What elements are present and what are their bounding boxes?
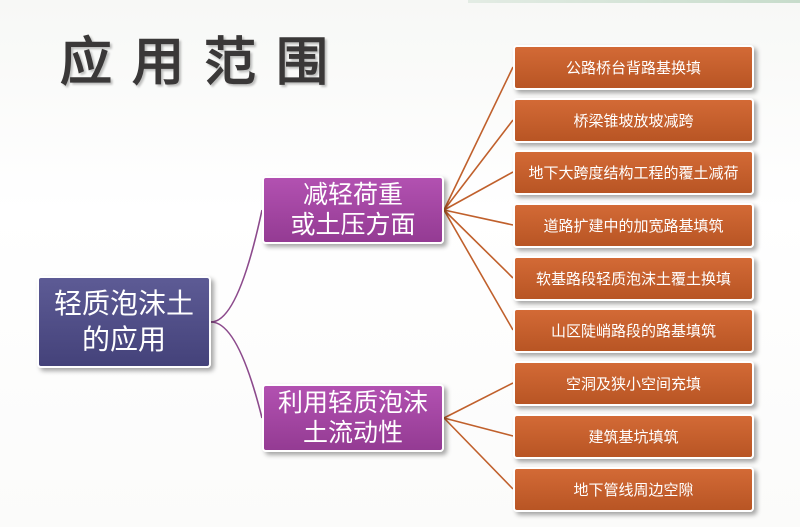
page-title: 应用范围 xyxy=(60,33,349,93)
leaf-node-road-widening: 道路扩建中的加宽路基填筑 xyxy=(513,203,754,248)
connector-branch1-leaf4 xyxy=(443,209,514,226)
connector-branch1-leaf5 xyxy=(443,209,514,279)
branch-node-load-reduction: 减轻荷重 或土压方面 xyxy=(262,176,444,244)
connector-branch2-leaf2 xyxy=(443,417,514,437)
connector-branch2-leaf1 xyxy=(443,382,514,419)
connector-branch1-leaf2 xyxy=(443,119,514,211)
branch-node-fluidity: 利用轻质泡沫 土流动性 xyxy=(262,384,444,452)
leaf-node-abutment-backfill: 公路桥台背路基换填 xyxy=(513,45,754,90)
connector-branch1-leaf6 xyxy=(443,209,514,331)
connector-branch1-leaf1 xyxy=(443,66,514,211)
connector-branch2-leaf3 xyxy=(443,417,514,490)
leaf-node-underground-structure: 地下大跨度结构工程的覆土减荷 xyxy=(513,150,754,195)
connector-branch1-leaf3 xyxy=(443,171,514,211)
leaf-node-pipeline-gaps: 地下管线周边空隙 xyxy=(513,467,754,512)
leaf-node-mountain-road: 山区陡峭路段的路基填筑 xyxy=(513,308,754,353)
leaf-node-foundation-pit: 建筑基坑填筑 xyxy=(513,414,754,459)
leaf-node-soft-foundation: 软基路段轻质泡沫土覆土换填 xyxy=(513,256,754,301)
connector-root-to-branch-2 xyxy=(210,321,263,419)
top-accent-line xyxy=(468,0,800,3)
leaf-node-cone-slope: 桥梁锥坡放坡减跨 xyxy=(513,98,754,143)
root-node: 轻质泡沫土 的应用 xyxy=(37,276,211,368)
leaf-node-cavity-filling: 空洞及狭小空间充填 xyxy=(513,361,754,406)
connector-root-to-branch-1 xyxy=(210,209,263,323)
